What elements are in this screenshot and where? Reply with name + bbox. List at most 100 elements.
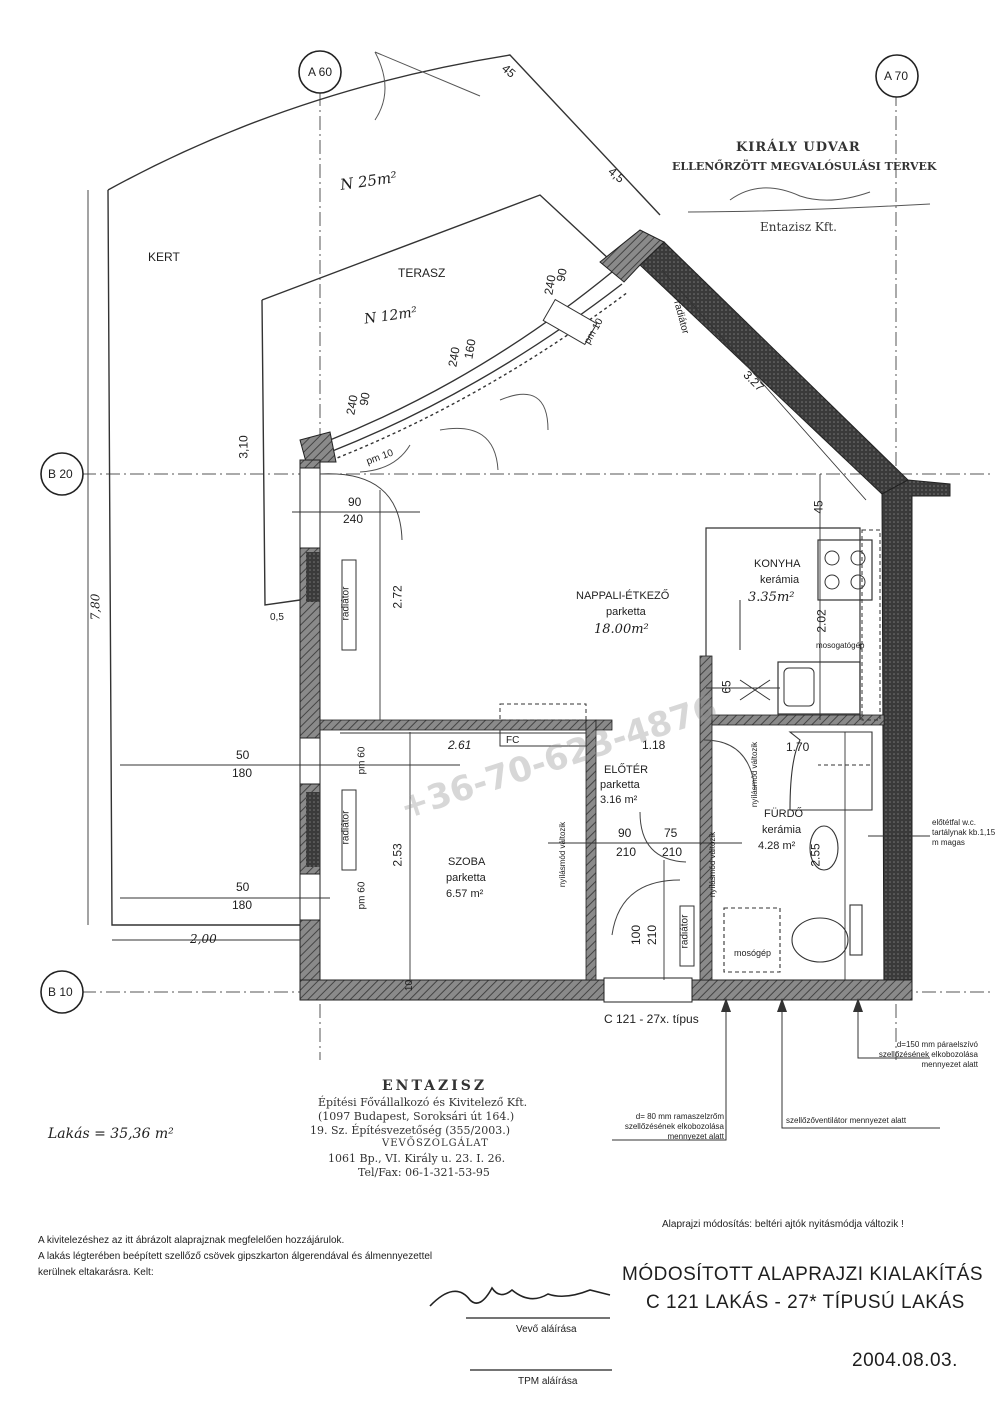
dim-200: 2,00 xyxy=(190,932,217,946)
right-wall xyxy=(881,479,951,1001)
dim-90-d: 90 xyxy=(348,495,362,509)
company-line-5: 1061 Bp., VI. Király u. 23. I. 26. xyxy=(328,1152,506,1165)
stamp-company: Entazisz Kft. xyxy=(760,220,837,234)
drawing-date: 2004.08.03. xyxy=(852,1350,958,1371)
pm60-label-2: pm 60 xyxy=(356,881,368,910)
garden-outline xyxy=(107,54,661,926)
fc-box xyxy=(499,703,587,747)
radiator-label-3: radiátor xyxy=(679,914,691,949)
room-terasz: TERASZ xyxy=(398,266,446,280)
dimension-lines xyxy=(87,190,867,980)
drawing-title-1: MÓDOSÍTOTT ALAPRAJZI KIALAKÍTÁS xyxy=(622,1264,984,1285)
company-line-2: (1097 Budapest, Soroksári út 164.) xyxy=(318,1110,515,1123)
terrace-door-arc xyxy=(374,51,481,121)
grid-label-b10: B 10 xyxy=(48,985,73,999)
leader-lines xyxy=(612,600,940,1141)
room-nappali: NAPPALI-ÉTKEZŐ xyxy=(576,590,670,602)
nappali-area: 18.00m² xyxy=(594,622,649,637)
room-eloter: ELŐTÉR xyxy=(604,764,649,776)
dim-202: 2.02 xyxy=(814,609,829,633)
facade-pier-left xyxy=(299,431,337,463)
dim-50-a: 50 xyxy=(236,748,250,762)
door-swings xyxy=(319,473,756,936)
vent-duct xyxy=(861,529,881,721)
konyha-area: 3.35m² xyxy=(748,590,795,605)
type-label: C 121 - 27x. típus xyxy=(604,1012,699,1026)
curved-facade xyxy=(329,271,629,461)
door-change-label-3: nyílásmód változik xyxy=(750,741,760,808)
szoba-floor: parketta xyxy=(446,872,486,884)
leader-arrows xyxy=(721,998,863,1012)
pre-wall-note: előtétfal w.c. tartálynak kb.1,15 m maga… xyxy=(932,818,996,847)
radiator-label-1: radiátor xyxy=(340,586,352,621)
furdo-floor: kerámia xyxy=(762,824,802,836)
company-line-3: 19. Sz. Építésvezetőség (355/2003.) xyxy=(310,1124,511,1137)
dim-75: 75 xyxy=(664,826,678,840)
dim-310: 3,10 xyxy=(236,435,251,459)
dim-210-e: 210 xyxy=(616,845,637,859)
company-name: ENTAZISZ xyxy=(382,1078,488,1094)
grid-label-a60: A 60 xyxy=(308,65,333,79)
konyha-floor: kerámia xyxy=(760,574,800,586)
dim-170: 1.70 xyxy=(786,740,810,754)
eloter-area: 3.16 m² xyxy=(600,794,638,806)
dim-90-e: 90 xyxy=(618,826,632,840)
dim-118: 1.18 xyxy=(642,738,666,752)
door-change-label-1: nyílásmód változik xyxy=(558,821,568,888)
diagonal-wall xyxy=(639,241,909,495)
window-openings xyxy=(299,467,321,921)
dim-50-b: 50 xyxy=(236,880,250,894)
dishwasher-label: mosogatógép xyxy=(816,641,865,650)
kitchen-appliances xyxy=(739,550,866,707)
grid-bubbles xyxy=(40,50,919,1014)
dim-180-a: 180 xyxy=(232,766,253,780)
signature-lines xyxy=(466,1317,612,1371)
dim-210-f: 210 xyxy=(662,845,683,859)
fc-label: FC xyxy=(506,735,520,746)
stamp-title: KIRÁLY UDVAR xyxy=(736,140,861,155)
radiator-label-2: radiátor xyxy=(340,810,352,845)
washer-label: mosógép xyxy=(734,948,772,958)
dim-272: 2.72 xyxy=(390,585,405,609)
room-kert: KERT xyxy=(148,250,180,264)
buyer-signature-scribble xyxy=(429,1286,611,1307)
facade-door-arcs xyxy=(359,393,549,473)
door-change-label-2: nyílásmód változik xyxy=(708,831,718,898)
room-szoba: SZOBA xyxy=(448,856,486,868)
room-furdo: FÜRDŐ xyxy=(764,808,804,820)
dim-45-right: 45 xyxy=(811,500,826,514)
note-left-3: kerülnek eltakarásra. Kelt: xyxy=(38,1267,154,1278)
dim-253: 2.53 xyxy=(390,843,405,867)
d80-note: d= 80 mm ramaszelzrőm szellőzésének elko… xyxy=(624,1112,724,1141)
furdo-area: 4.28 m² xyxy=(758,840,796,852)
grid-label-b20: B 20 xyxy=(48,467,73,481)
dim-180-b: 180 xyxy=(232,898,253,912)
company-line-6: Tel/Fax: 06-1-321-53-95 xyxy=(358,1166,490,1179)
radiators xyxy=(341,298,695,967)
szoba-area: 6.57 m² xyxy=(446,888,484,900)
interior-walls xyxy=(319,655,885,981)
note-left-1: A kivitelezéshez az itt ábrázolt alapraj… xyxy=(38,1235,345,1246)
note-right-1: Alaprajzi módosítás: beltéri ajtók nyitá… xyxy=(662,1219,904,1230)
room-konyha: KONYHA xyxy=(754,558,801,570)
facade-pier-right xyxy=(599,229,665,283)
left-wall-dark-1 xyxy=(306,552,320,602)
dim-210-g: 210 xyxy=(645,924,660,946)
buyer-signature-label: Vevő aláírása xyxy=(516,1324,577,1335)
eloter-floor: parketta xyxy=(600,779,640,791)
drawing-title-2: C 121 LAKÁS - 27* TÍPUSÚ LAKÁS xyxy=(646,1292,965,1313)
d150-note: d=150 mm páraelszívó szellőzésének elkob… xyxy=(878,1040,978,1069)
tpm-signature-label: TPM aláírása xyxy=(518,1376,578,1387)
inspection-stamp-lines xyxy=(687,187,931,213)
dim-100: 100 xyxy=(629,924,644,946)
company-line-4: VEVŐSZOLGÁLAT xyxy=(382,1138,489,1149)
apartment-area-handwritten: Lakás = 35,36 m² xyxy=(48,1126,174,1142)
pm60-label-1: pm 60 xyxy=(356,746,368,775)
dim-240-d: 240 xyxy=(343,512,364,526)
note-left-2: A lakás légterében beépített szellőző cs… xyxy=(38,1251,433,1262)
dim-65: 65 xyxy=(719,680,734,694)
kitchen-outline xyxy=(705,527,873,720)
bathroom-fixtures xyxy=(723,731,873,973)
dim-255: 2.55 xyxy=(808,843,823,867)
